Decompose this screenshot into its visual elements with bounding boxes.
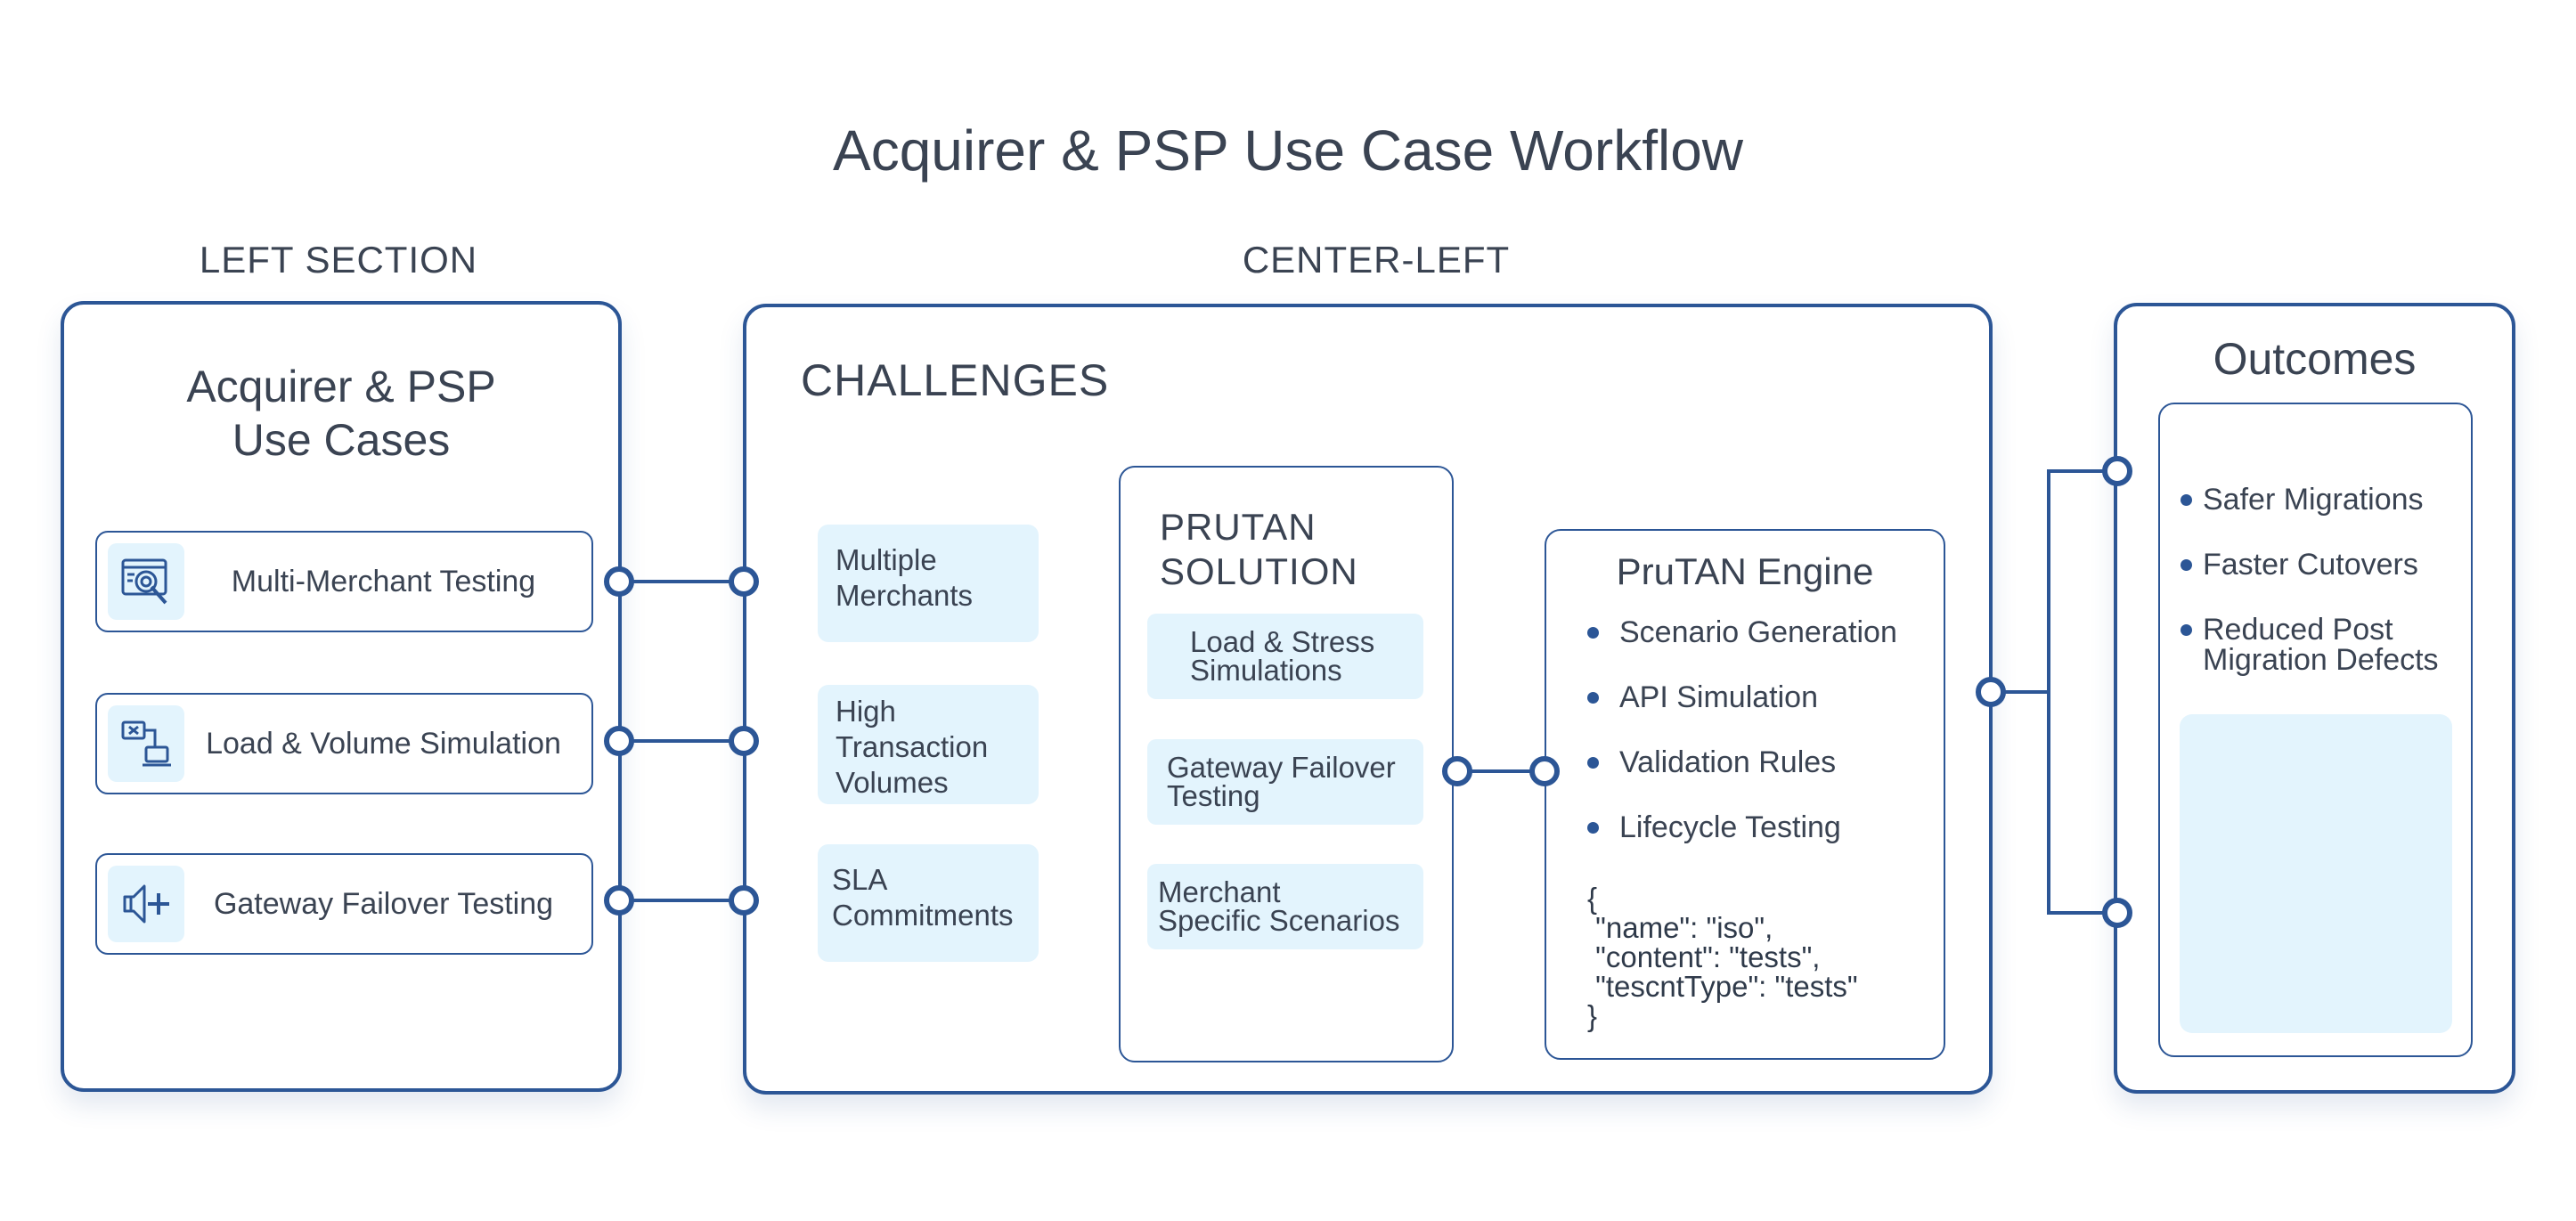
- outcome-placeholder-box: [2180, 714, 2452, 1033]
- connector-node: [2102, 898, 2132, 928]
- chip-line: Gateway Failover: [1167, 751, 1396, 784]
- outcome-line: Faster Cutovers: [2203, 548, 2418, 582]
- chip-line: Volumes: [836, 766, 949, 799]
- engine-feature-list: Scenario Generation API Simulation Valid…: [1546, 615, 1897, 875]
- use-cases-title-line2: Use Cases: [232, 415, 451, 465]
- engine-feature: Lifecycle Testing: [1546, 810, 1897, 875]
- connector-node: [1442, 756, 1472, 786]
- solution-gateway-failover: Gateway Failover Testing: [1147, 739, 1423, 825]
- chip-line: SLA: [832, 863, 888, 896]
- engine-feature: API Simulation: [1546, 680, 1897, 745]
- outcomes-panel: Outcomes Safer Migrations Faster Cutover…: [2114, 303, 2515, 1094]
- engine-feature: Validation Rules: [1546, 745, 1897, 810]
- connector-bracket-outcomes: [2047, 469, 2117, 915]
- connector-node: [729, 726, 759, 756]
- use-case-multi-merchant[interactable]: Multi-Merchant Testing: [95, 531, 593, 632]
- connector-node: [729, 885, 759, 916]
- chip-line: Merchants: [836, 579, 974, 612]
- use-cases-panel: Acquirer & PSP Use Cases Multi-Merchant …: [61, 301, 622, 1092]
- chip-line: Merchant: [1158, 875, 1281, 908]
- solution-load-stress: Load & Stress Simulations: [1147, 614, 1423, 699]
- connector-node: [604, 726, 634, 756]
- chip-line: Simulations: [1190, 654, 1342, 687]
- challenges-panel: CHALLENGES Multiple Merchants High Trans…: [743, 304, 1993, 1095]
- challenge-high-volumes: High Transaction Volumes: [818, 685, 1039, 804]
- solution-title-line1: PRUTAN: [1160, 506, 1317, 548]
- use-case-load-volume[interactable]: Load & Volume Simulation: [95, 693, 593, 794]
- connector-node: [2102, 456, 2132, 486]
- challenge-multiple-merchants: Multiple Merchants: [818, 525, 1039, 642]
- solution-merchant-scenarios: Merchant Specific Scenarios: [1147, 864, 1423, 949]
- chip-line: Transaction: [836, 730, 989, 763]
- speaker-plus-icon: [108, 866, 184, 942]
- connector-node: [1529, 756, 1560, 786]
- outcome-item: Faster Cutovers: [2160, 549, 2439, 580]
- chip-line: Specific Scenarios: [1158, 904, 1400, 937]
- outcomes-inner-panel: Safer Migrations Faster Cutovers Reduced…: [2158, 403, 2473, 1057]
- chip-line: Commitments: [832, 899, 1014, 932]
- outcome-line: Migration Defects: [2203, 643, 2439, 677]
- page-title: Acquirer & PSP Use Case Workflow: [833, 118, 1743, 183]
- outcome-list: Safer Migrations Faster Cutovers Reduced…: [2160, 484, 2439, 710]
- use-case-label: Load & Volume Simulation: [206, 726, 561, 761]
- connector-node: [604, 566, 634, 597]
- dashboard-target-icon: [108, 543, 184, 620]
- connector-node: [729, 566, 759, 597]
- challenges-title: CHALLENGES: [801, 355, 1110, 405]
- chip-line: Load & Stress: [1190, 625, 1375, 658]
- outcome-item: Safer Migrations: [2160, 484, 2439, 515]
- outcomes-title: Outcomes: [2213, 334, 2417, 384]
- use-case-label: Multi-Merchant Testing: [231, 564, 536, 598]
- use-case-gateway-failover[interactable]: Gateway Failover Testing: [95, 853, 593, 955]
- chip-line: Multiple: [836, 543, 937, 576]
- use-case-label: Gateway Failover Testing: [213, 886, 554, 921]
- challenge-sla-commitments: SLA Commitments: [818, 844, 1039, 962]
- solution-title-line2: SOLUTION: [1160, 550, 1358, 592]
- engine-feature: Scenario Generation: [1546, 615, 1897, 680]
- prutan-engine-panel: PruTAN Engine Scenario Generation API Si…: [1545, 529, 1945, 1060]
- center-left-label: CENTER-LEFT: [1242, 239, 1511, 281]
- outcome-line: Reduced Post: [2203, 613, 2393, 647]
- outcome-line: Safer Migrations: [2203, 483, 2424, 517]
- left-section-label: LEFT SECTION: [199, 239, 478, 281]
- engine-code-snippet: { "name": "iso", "content": "tests", "te…: [1587, 882, 1858, 1032]
- connector-node: [1976, 677, 2006, 707]
- use-cases-title: Acquirer & PSP Use Cases: [64, 360, 618, 467]
- engine-title: PruTAN Engine: [1616, 550, 1874, 592]
- outcome-item: Reduced Post Migration Defects: [2160, 615, 2439, 675]
- network-devices-icon: [108, 705, 184, 782]
- chip-line: High: [836, 695, 896, 728]
- chip-line: Testing: [1167, 779, 1260, 812]
- solution-title: PRUTAN SOLUTION: [1160, 505, 1358, 594]
- connector-node: [604, 885, 634, 916]
- prutan-solution-panel: PRUTAN SOLUTION Load & Stress Simulation…: [1119, 466, 1454, 1062]
- use-cases-title-line1: Acquirer & PSP: [186, 362, 496, 411]
